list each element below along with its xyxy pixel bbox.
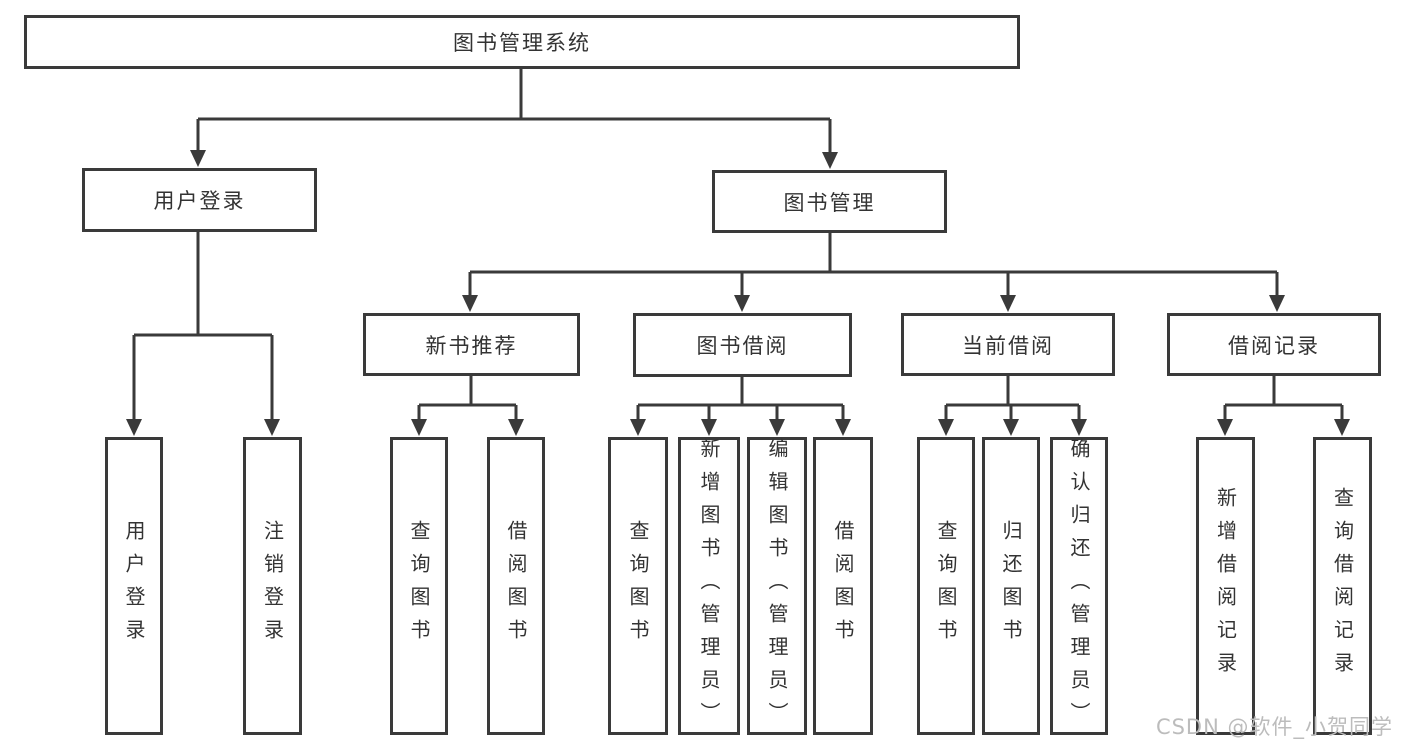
node-add-book-admin: 新增图书（管理员） bbox=[678, 437, 740, 735]
node-query-books-current: 查询图书 bbox=[917, 437, 975, 735]
node-user-login: 用户登录 bbox=[82, 168, 317, 232]
node-label: 用户登录 bbox=[122, 520, 146, 652]
connector-borrow-records-children bbox=[1217, 376, 1350, 436]
connector-root-to-level2 bbox=[190, 68, 838, 169]
connector-user-login-children bbox=[126, 232, 280, 436]
node-label: 新增图书（管理员） bbox=[697, 437, 721, 735]
node-borrow-books: 借阅图书 bbox=[813, 437, 873, 735]
node-new-book-recommend: 新书推荐 bbox=[363, 313, 580, 376]
node-label: 用户登录 bbox=[153, 189, 246, 213]
node-borrow-records: 借阅记录 bbox=[1167, 313, 1381, 376]
node-edit-book-admin: 编辑图书（管理员） bbox=[747, 437, 807, 735]
node-label: 新书推荐 bbox=[425, 333, 518, 358]
node-label: 查询图书 bbox=[626, 520, 650, 652]
node-return-books: 归还图书 bbox=[982, 437, 1040, 735]
node-label: 查询图书 bbox=[407, 520, 431, 652]
connector-new-book-children bbox=[411, 376, 524, 436]
node-book-borrow: 图书借阅 bbox=[633, 313, 852, 377]
csdn-watermark: CSDN @软件_小贺同学 bbox=[1155, 715, 1393, 739]
node-user-login-leaf: 用户登录 bbox=[105, 437, 163, 735]
node-label: 归还图书 bbox=[999, 520, 1023, 652]
node-label: 新增借阅记录 bbox=[1213, 487, 1238, 685]
node-logout: 注销登录 bbox=[243, 437, 302, 735]
node-label: 查询图书 bbox=[934, 520, 958, 652]
node-borrow-books-recommend: 借阅图书 bbox=[487, 437, 545, 735]
connector-book-management-children bbox=[462, 233, 1285, 312]
node-book-management: 图书管理 bbox=[712, 170, 947, 233]
node-label: 图书借阅 bbox=[696, 334, 789, 358]
node-label: 借阅图书 bbox=[831, 520, 855, 652]
node-label: 借阅图书 bbox=[504, 520, 528, 652]
node-current-borrow: 当前借阅 bbox=[901, 313, 1115, 376]
connector-current-borrow-children bbox=[938, 376, 1087, 436]
node-label: 图书管理 bbox=[783, 190, 876, 215]
node-label: 确认归还（管理员） bbox=[1067, 437, 1091, 735]
node-label: 注销登录 bbox=[260, 520, 285, 652]
node-add-borrow-record: 新增借阅记录 bbox=[1196, 437, 1255, 735]
node-confirm-return-admin: 确认归还（管理员） bbox=[1050, 437, 1108, 735]
node-label: 借阅记录 bbox=[1228, 333, 1320, 358]
node-label: 编辑图书（管理员） bbox=[765, 437, 789, 735]
node-query-books-borrow: 查询图书 bbox=[608, 437, 668, 735]
node-library-system: 图书管理系统 bbox=[24, 15, 1020, 69]
node-label: 当前借阅 bbox=[962, 333, 1054, 358]
node-label: 查询借阅记录 bbox=[1330, 487, 1355, 685]
connector-book-borrow-children bbox=[630, 377, 851, 436]
node-query-books-recommend: 查询图书 bbox=[390, 437, 448, 735]
node-query-borrow-record: 查询借阅记录 bbox=[1313, 437, 1372, 735]
node-label: 图书管理系统 bbox=[453, 31, 591, 55]
